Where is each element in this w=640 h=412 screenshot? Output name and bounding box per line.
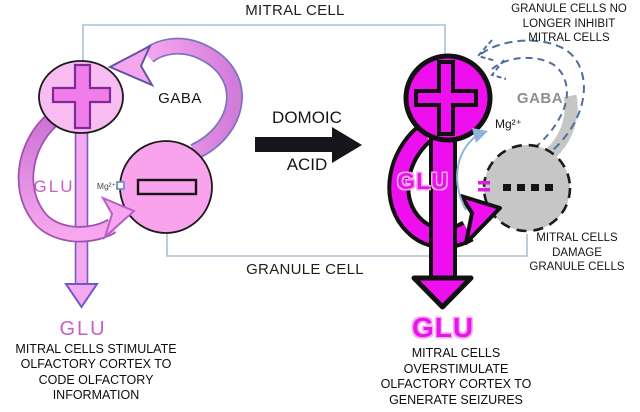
caption-left: MITRAL CELLS STIMULATE OLFACTORY CORTEX …	[15, 342, 177, 403]
mg-release-arrowhead-right	[472, 128, 488, 143]
plus-symbol-left	[51, 63, 112, 130]
granule-cell-bracket-line	[166, 233, 528, 257]
glu-output-label-left: GLU	[59, 318, 107, 340]
mitral-cell-title: MITRAL CELL	[245, 2, 345, 19]
synapse-dash-bottom	[478, 188, 490, 192]
plus-symbol-right	[414, 60, 478, 136]
glu-label-left: GLU	[33, 177, 75, 196]
gaba-dashed-arrowhead-outer	[476, 39, 497, 62]
note-mitral-damage: MITRAL CELLS DAMAGE GRANULE CELLS	[529, 232, 625, 273]
domoic-acid-arrow	[255, 127, 362, 163]
mg-label-left: Mg²⁺	[96, 181, 116, 191]
note-granule-no-inhibit: GRANULE CELLS NO LONGER INHIBIT MITRAL C…	[511, 3, 627, 44]
gaba-arrowhead-left	[107, 43, 155, 88]
glu-curved-arrowhead-left	[100, 195, 136, 241]
gaba-dashed-loop-outer	[480, 39, 585, 157]
glu-curved-arrow-left	[19, 115, 116, 241]
synapse-dash-top	[478, 181, 490, 185]
minus-symbol-left	[136, 178, 198, 196]
granule-cell-title: GRANULE CELL	[246, 261, 364, 278]
glu-output-band-right	[429, 136, 457, 282]
caption-right: MITRAL CELLS OVERSTIMULATE OLFACTORY COR…	[380, 346, 532, 407]
glu-curved-arrowhead-right	[459, 194, 502, 245]
gaba-dashed-loop-inner	[491, 56, 568, 150]
mg-block-square-left	[116, 181, 125, 190]
glu-output-label-right: GLU	[411, 312, 475, 343]
glu-output-arrowhead-right	[411, 275, 474, 310]
granule-cell-right	[482, 143, 572, 233]
mg-label-right: Mg²⁺	[495, 117, 522, 131]
mitral-cell-bracket-line	[82, 24, 446, 62]
mg-release-arrow-right	[456, 135, 477, 211]
glu-output-arrowhead-left	[64, 283, 99, 309]
acid-label: ACID	[286, 155, 328, 174]
glu-label-right: GLU	[397, 168, 449, 194]
gaba-arrow-left	[143, 39, 241, 159]
gaba-label-right: GABA	[516, 90, 564, 107]
glu-output-band-left	[74, 125, 89, 287]
gaba-label-left: GABA	[158, 90, 202, 107]
domoic-label: DOMOIC	[272, 108, 342, 127]
gaba-dashed-arrowhead-inner	[490, 59, 507, 80]
